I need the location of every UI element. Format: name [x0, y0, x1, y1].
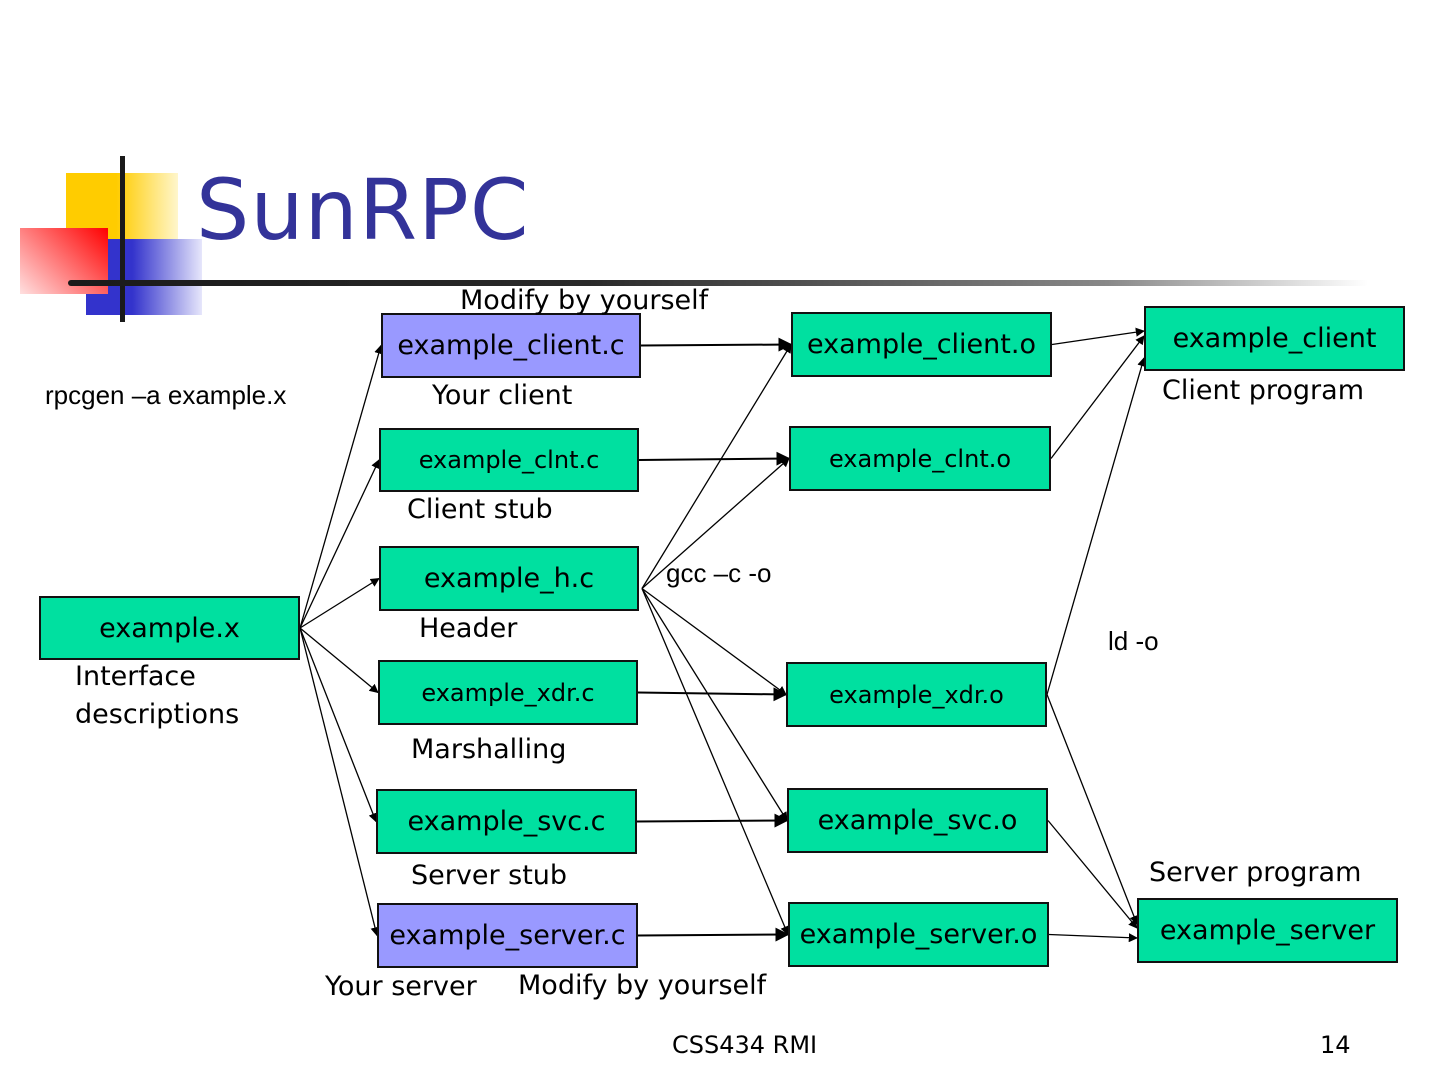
edge-example-x-to-example-svc-c: [299, 627, 378, 823]
edge-example-xdr-o-to-example-server: [1046, 694, 1139, 925]
node-label: example_client.c: [397, 330, 625, 361]
edge-example-xdr-c-to-example-xdr-o: [637, 687, 788, 702]
node-example-server: example_server: [1137, 898, 1398, 963]
node-label: example_clnt.c: [418, 446, 600, 474]
edge-example-h-c-to-example-server-o: [641, 588, 790, 936]
node-label: example_svc.o: [817, 805, 1018, 836]
rpcgen-command: rpcgen –a example.x: [45, 380, 287, 410]
page-number: 14: [1320, 1031, 1351, 1059]
client-program-caption: Client program: [1162, 375, 1364, 406]
header-caption: Header: [419, 613, 518, 644]
node-example-xdr-o: example_xdr.o: [786, 662, 1047, 727]
node-label: example_xdr.c: [421, 678, 595, 707]
your-server-caption: Your server: [325, 971, 477, 1002]
node-label: example_xdr.o: [829, 680, 1004, 709]
edge-example-h-c-to-example-client-o: [641, 343, 792, 589]
edge-example-h-c-to-example-xdr-o: [641, 587, 787, 696]
edge-example-x-to-example-h-c: [299, 577, 380, 629]
edge-example-xdr-o-to-example-client: [1046, 357, 1147, 695]
interface-caption-line2: descriptions: [75, 699, 240, 730]
edge-example-server-o-to-example-server: [1048, 933, 1138, 943]
edge-example-svc-c-to-example-svc-o: [636, 813, 789, 828]
node-example-svc-o: example_svc.o: [787, 788, 1048, 853]
node-label: example_server.c: [389, 920, 626, 951]
node-label: example_clnt.o: [828, 444, 1012, 473]
node-example-server-c: example_server.c: [377, 903, 638, 968]
node-example-xdr-c: example_xdr.c: [378, 660, 638, 725]
edge-example-client-c-to-example-client-o: [640, 337, 793, 352]
title-underline: [68, 280, 1368, 286]
edge-example-x-to-example-client-c: [299, 344, 384, 629]
node-label: example_client: [1172, 323, 1377, 354]
footer-course: CSS434 RMI: [672, 1031, 818, 1059]
edge-example-h-c-to-example-svc-o: [641, 588, 788, 822]
node-example-server-o: example_server.o: [788, 902, 1049, 967]
modify-caption-top: Modify by yourself: [460, 285, 709, 316]
server-program-caption: Server program: [1149, 857, 1362, 888]
node-example-client-o: example_client.o: [791, 312, 1052, 377]
node-example-clnt-c: example_clnt.c: [379, 428, 639, 492]
client-stub-caption: Client stub: [407, 494, 553, 525]
edge-example-clnt-o-to-example-client: [1050, 335, 1145, 459]
ld-command: ld -o: [1108, 626, 1159, 656]
node-example-x: example.x: [39, 596, 300, 660]
edge-example-client-o-to-example-client: [1051, 327, 1145, 346]
your-client-caption: Your client: [432, 380, 573, 411]
node-label: example_server.o: [799, 919, 1038, 950]
edge-example-clnt-c-to-example-clnt-o: [638, 451, 791, 466]
node-label: example_h.c: [423, 563, 595, 594]
node-label: example.x: [99, 612, 240, 644]
node-example-client-c: example_client.c: [381, 313, 641, 378]
node-example-clnt-o: example_clnt.o: [789, 426, 1051, 491]
node-example-svc-c: example_svc.c: [376, 789, 637, 854]
edge-example-svc-o-to-example-server: [1047, 820, 1138, 929]
node-label: example_server: [1159, 915, 1376, 946]
node-example-client: example_client: [1144, 306, 1405, 371]
edge-example-x-to-example-clnt-c: [299, 459, 380, 629]
interface-caption-line1: Interface: [75, 661, 196, 692]
server-stub-caption: Server stub: [411, 860, 568, 891]
edge-example-server-c-to-example-server-o: [637, 927, 790, 942]
node-label: example_svc.c: [407, 806, 606, 837]
gcc-command: gcc –c -o: [666, 558, 772, 588]
node-label: example_client.o: [807, 329, 1036, 360]
slide-title: SunRPC: [196, 161, 530, 259]
edge-example-x-to-example-server-c: [299, 627, 380, 937]
edge-example-x-to-example-xdr-c: [299, 627, 379, 694]
node-example-h-c: example_h.c: [379, 546, 639, 611]
modify-caption-bottom: Modify by yourself: [518, 970, 767, 1001]
edge-example-h-c-to-example-clnt-o: [641, 457, 790, 589]
logo-vertical-bar: [120, 156, 125, 322]
marshalling-caption: Marshalling: [411, 734, 567, 765]
